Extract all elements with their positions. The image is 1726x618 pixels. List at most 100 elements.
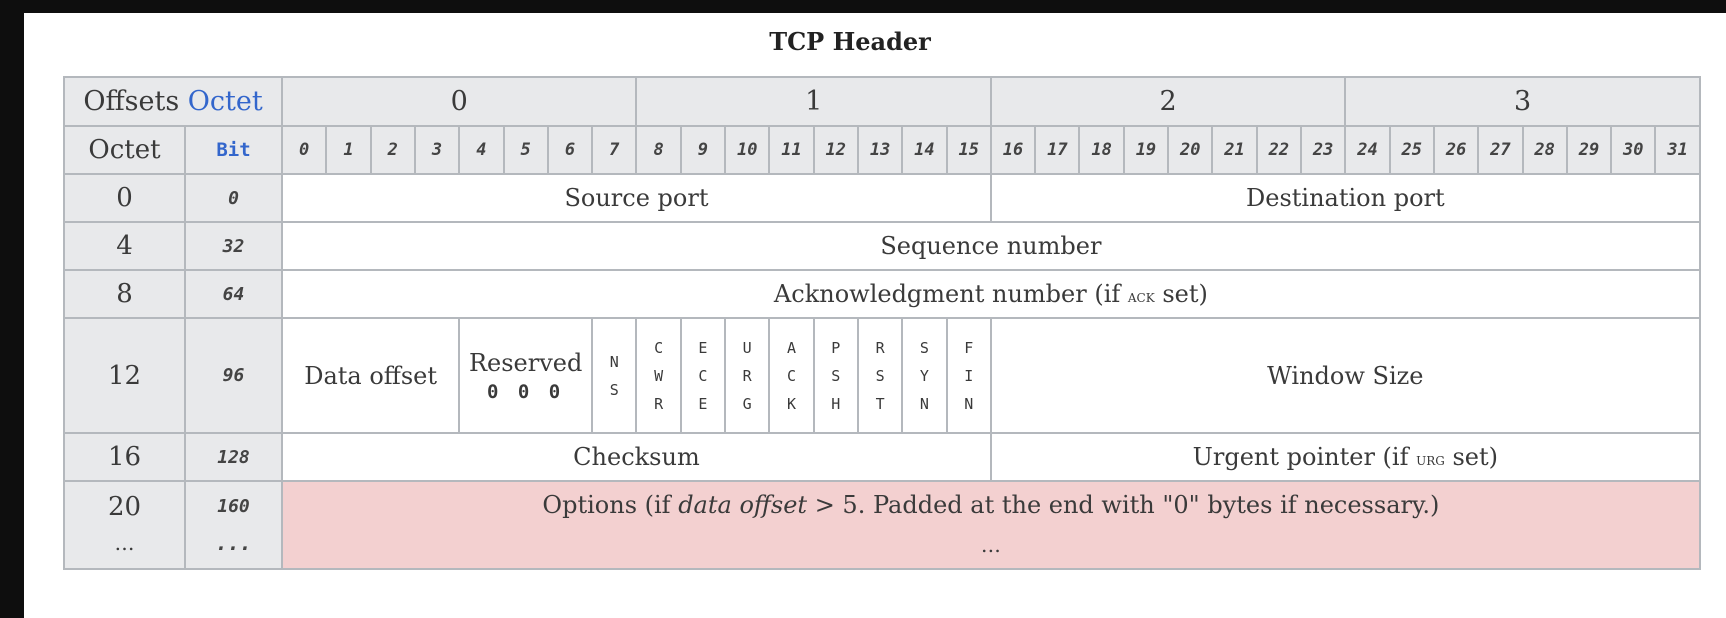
bit-number-25: 25 [1388,125,1435,175]
bit-number-14: 14 [901,125,948,175]
bit-number-11: 11 [768,125,815,175]
bit-number-30: 30 [1610,125,1657,175]
row-octet: 16 [63,432,186,482]
flag-letter: H [831,394,841,413]
offsets-octet-header: Offsets Octet [62,76,284,127]
bit-number-27: 27 [1477,125,1524,175]
flag-letter: T [875,394,885,413]
table-caption: TCP Header [769,27,931,56]
bit-number-16: 16 [989,125,1037,175]
flag-letter: C [786,366,796,385]
row-bit: 64 [183,269,284,319]
flag-letter: U [742,338,752,357]
table-row: 16 128 Checksum Urgent pointer (if URG s… [63,432,1701,482]
flag-letter: G [742,394,752,413]
flag-letter: R [875,338,885,357]
flag-letter: E [698,394,708,413]
bit-number-0: 0 [281,125,328,175]
bit-number-26: 26 [1432,125,1480,175]
octet-column-header: Octet [63,125,186,175]
bit-number-9: 9 [679,125,727,175]
flag-letter: C [698,366,708,385]
row-bit: 128 [183,432,284,482]
bit-number-17: 17 [1034,125,1081,175]
flag-letter: S [831,366,841,385]
options-field: Options (if data offset > 5. Padded at t… [281,480,1701,570]
row-octet: 4 [63,221,186,271]
flag-letter: Y [919,366,929,385]
bit-number-10: 10 [724,125,771,175]
header-row-octets: Offsets Octet 0 1 2 3 [62,76,1701,127]
source-port-field: Source port [281,173,992,223]
bit-number-19: 19 [1122,125,1170,175]
bit-number-4: 4 [458,125,505,175]
flag-letter: A [786,338,796,357]
bit-number-31: 31 [1654,125,1701,175]
data-offset-field: Data offset [281,317,461,434]
bit-number-3: 3 [413,125,461,175]
table-row: 4 32 Sequence number [63,221,1701,271]
window-size-field: Window Size [989,317,1701,434]
flag-letter: S [875,366,885,385]
bit-number-29: 29 [1565,125,1613,175]
flag-letter: I [964,366,974,385]
bit-number-1: 1 [325,125,372,175]
row-octet: 8 [63,269,186,319]
destination-port-field: Destination port [989,173,1701,223]
row-bit: 160... [183,480,284,570]
flag-letter: W [654,366,664,385]
row-bit: 96 [183,317,284,434]
flag-letter: K [786,394,796,413]
octet-1-header: 1 [635,76,992,127]
bit-number-18: 18 [1078,125,1125,175]
octet-2-header: 2 [989,76,1347,127]
bit-number-13: 13 [856,125,904,175]
bit-number-24: 24 [1344,125,1391,175]
flag-letter: N [609,352,619,371]
bit-number-21: 21 [1211,125,1258,175]
bit-number-15: 15 [945,125,992,175]
flag-letter: F [964,338,974,357]
row-octet: 20… [63,480,186,570]
flag-letter: N [919,394,929,413]
octet-link[interactable]: Octet [187,86,263,117]
bit-number-23: 23 [1299,125,1347,175]
octet-3-header: 3 [1344,76,1701,127]
bit-number-12: 12 [812,125,859,175]
urgent-pointer-field: Urgent pointer (if URG set) [989,432,1701,482]
bit-number-28: 28 [1521,125,1568,175]
flag-letter: S [609,380,619,399]
row-bit: 0 [183,173,284,223]
checksum-field: Checksum [281,432,992,482]
bit-column-header[interactable]: Bit [183,125,284,175]
bit-number-20: 20 [1167,125,1214,175]
flag-letter: C [654,338,664,357]
bit-number-6: 6 [546,125,594,175]
flag-letter: E [698,338,708,357]
table-row: 0 0 Source port Destination port [63,173,1701,223]
row-octet: 0 [63,173,186,223]
acknowledgment-number-field: Acknowledgment number (if ACK set) [281,269,1701,319]
bit-number-2: 2 [369,125,416,175]
octet-0-header: 0 [281,76,638,127]
bit-number-5: 5 [502,125,549,175]
flag-letter: R [742,366,752,385]
table-row: 8 64 Acknowledgment number (if ACK set) [63,269,1701,319]
bit-number-22: 22 [1255,125,1302,175]
sequence-number-field: Sequence number [281,221,1701,271]
row-bit: 32 [183,221,284,271]
flag-letter: S [919,338,929,357]
